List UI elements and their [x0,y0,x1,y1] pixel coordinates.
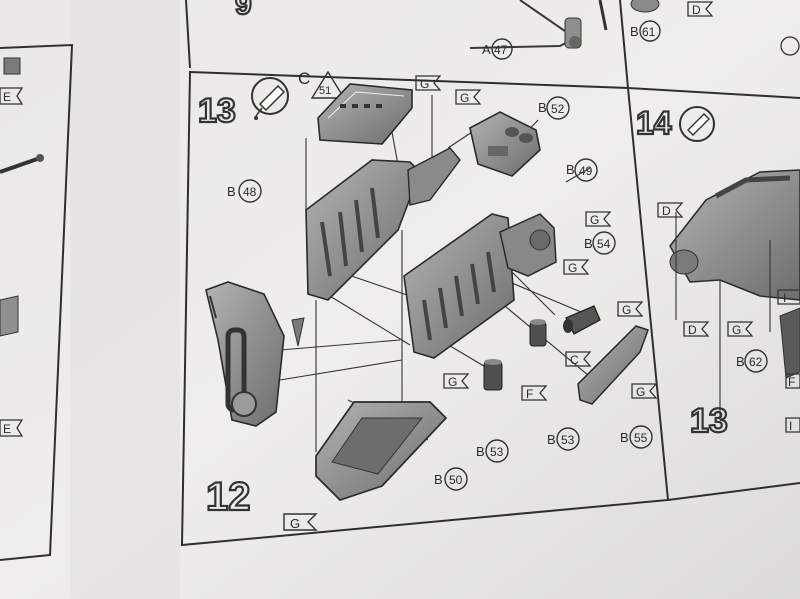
flag-i-2-letter: I [789,419,792,433]
step14-preview-number: 13 [690,402,728,440]
callout-b62-number: 62 [749,355,763,369]
step-number-13: 13 [198,92,236,130]
callout-b61-number: 61 [642,25,656,39]
callout-b49: B 49 [566,158,598,182]
flag-g-7: G [631,383,658,399]
flag-c-1-letter: C [570,353,579,367]
flag-g-1-letter: G [420,77,429,91]
callout-partial-right [780,36,800,56]
sub-assembly-12: 12 [205,281,305,520]
callout-b50: B 50 [434,467,468,491]
part-b52 [469,111,541,177]
flag-d-2: D [657,202,684,218]
callout-b52: B 52 [538,96,570,120]
callout-b49-number: 49 [579,164,593,178]
callout-b62-letter: B [736,354,745,369]
oil-pan-b50 [315,401,448,501]
flag-d-2-letter: D [662,204,671,218]
glue-letter: C [298,69,310,88]
flag-e-left-bottom: E [3,422,11,436]
flag-e-left-top: E [3,90,11,104]
engine-assembled [669,169,800,379]
glue-ref-triangle: 51 [310,70,346,99]
callout-b55-number: 55 [634,431,648,445]
step14-guide-lines [675,212,771,420]
callout-b53-right-letter: B [547,432,556,447]
flag-g-3-letter: G [590,213,599,227]
block-left-half-b48 [305,147,461,301]
panel-frames [0,0,800,561]
callout-a47: A 47 [482,38,513,60]
flag-d-top: D [687,1,714,17]
left-panel-parts: E E [0,57,44,437]
part-b54 [563,305,601,335]
flag-f-2: F [785,373,800,389]
flag-g-1: G [415,75,442,91]
part-b53-b [483,359,503,391]
glue-icon [251,77,289,120]
flag-g-4-letter: G [568,261,577,275]
fold-shadow [70,0,180,599]
flag-c-1: C [565,351,592,367]
block-right-half-b49 [403,213,557,359]
callout-b49-letter: B [566,162,575,177]
flag-g-4: G [563,259,590,275]
callout-a47-number: 47 [494,43,508,57]
callout-b52-number: 52 [551,102,565,116]
part-b55 [577,325,649,405]
flag-g-9-letter: G [732,323,741,337]
callout-b48-letter: B [227,184,236,199]
callout-b62: B 62 [736,349,768,373]
callout-b53-left-letter: B [476,444,485,459]
flag-i-1: I [777,289,800,305]
flag-g-7-letter: G [636,385,645,399]
callout-b53-left-number: 53 [490,445,504,459]
flag-g-6-letter: G [448,375,457,389]
flag-d-3: D [683,321,710,337]
step-number-9: 9 [235,0,252,21]
callout-b53-left: B 53 [476,439,509,463]
callout-b55-letter: B [620,430,629,445]
glue-icon-step14 [679,106,715,142]
flag-d-top-letter: D [692,3,701,17]
callout-b53-right: B 53 [547,427,580,451]
flag-g-8: G [283,513,318,531]
flag-g-6: G [443,373,470,389]
callout-b52-letter: B [538,100,547,115]
flag-g-5: G [617,301,644,317]
callout-b48-number: 48 [243,185,257,199]
callout-b50-number: 50 [449,473,463,487]
callout-b54-letter: B [584,236,593,251]
flag-g-9: G [727,321,754,337]
prev-step-9: 9 [234,0,660,49]
flag-g-2-letter: G [460,91,469,105]
flag-g-5-letter: G [622,303,631,317]
valve-cover-part [317,83,413,145]
flag-g-3: G [585,211,612,227]
glue-ref-number: 51 [319,85,331,97]
callout-b54: B 54 [584,231,616,255]
flag-g-2: G [455,89,482,105]
callout-b55: B 55 [620,425,653,449]
flag-f-1-letter: F [526,387,533,401]
flag-g-8-letter: G [290,516,300,531]
step-number-14: 14 [636,105,672,141]
step-number-12: 12 [206,475,251,519]
callout-b48: B 48 [227,179,262,203]
flag-i-1-letter: I [783,291,786,305]
flag-f-2-letter: F [788,375,795,389]
callout-b54-number: 54 [597,237,611,251]
callout-b61-letter: B [630,24,639,39]
flag-d-3-letter: D [688,323,697,337]
flag-f-1: F [521,385,548,401]
callout-a47-letter: A [482,42,491,57]
callout-b53-right-number: 53 [561,433,575,447]
callout-b61: B 61 [630,20,661,42]
callout-b50-letter: B [434,472,443,487]
part-b53-a [529,319,547,347]
flag-i-2: I [785,417,800,433]
